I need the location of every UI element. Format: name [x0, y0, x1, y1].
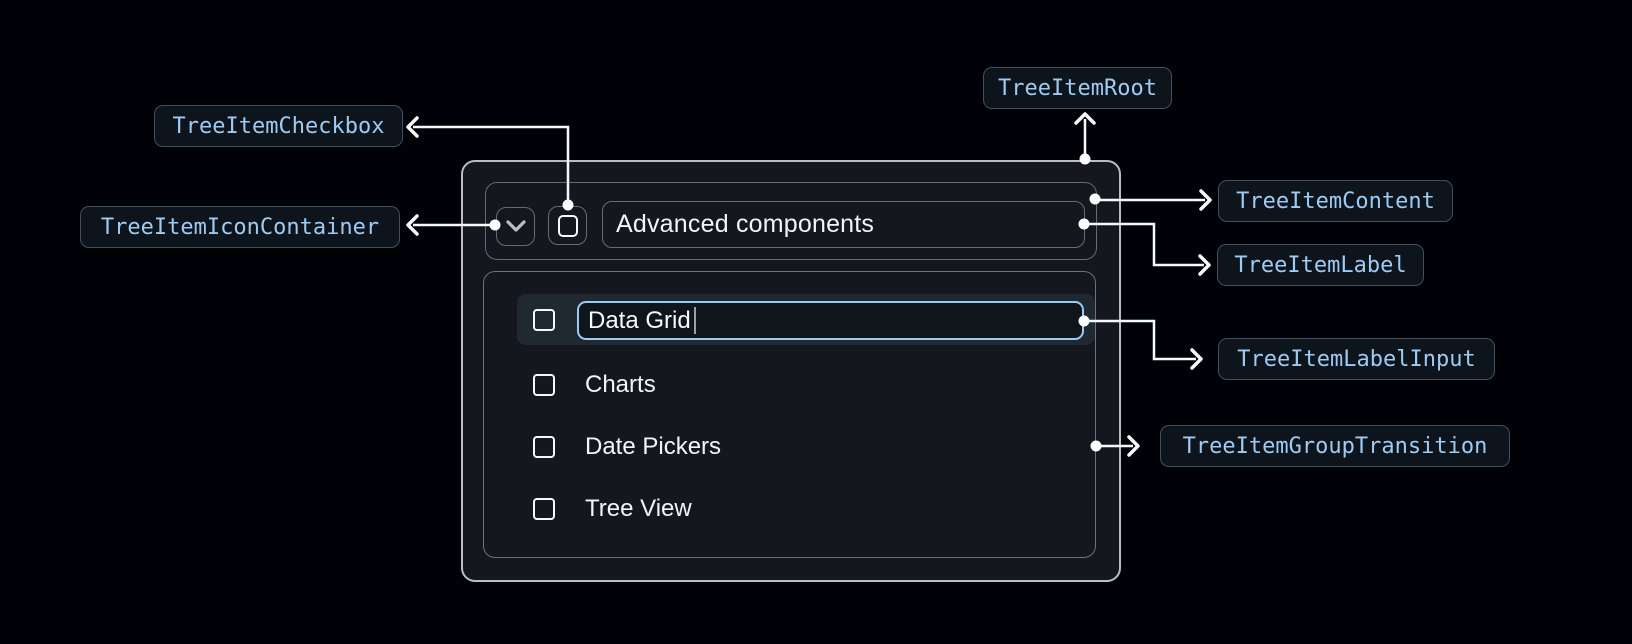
anatomy-badge-tree-item-label-input: TreeItemLabelInput [1218, 338, 1495, 380]
checkbox-unchecked-icon [557, 214, 578, 237]
tree-item-group-transition [483, 271, 1096, 558]
tree-item-row-charts[interactable]: Charts [517, 361, 1095, 409]
child-label-text: Charts [585, 371, 656, 398]
chevron-down-icon [505, 220, 527, 233]
anatomy-badge-tree-item-root: TreeItemRoot [983, 67, 1172, 109]
anatomy-badge-tree-item-content: TreeItemContent [1218, 180, 1453, 222]
tree-item-icon-container[interactable] [496, 207, 535, 246]
badge-text: TreeItemLabel [1234, 252, 1407, 278]
child-label-text: Tree View [585, 495, 692, 522]
parent-label-text: Advanced components [616, 210, 875, 238]
checkbox-unchecked-icon[interactable] [533, 436, 555, 458]
tree-item-row-tree-view[interactable]: Tree View [517, 485, 1095, 533]
anatomy-badge-tree-item-icon-container: TreeItemIconContainer [80, 206, 400, 248]
anatomy-badge-tree-item-group-transition: TreeItemGroupTransition [1160, 425, 1510, 467]
badge-text: TreeItemGroupTransition [1182, 433, 1488, 459]
anatomy-badge-tree-item-label: TreeItemLabel [1217, 244, 1424, 286]
tree-item-row-data-grid[interactable]: Data Grid [517, 294, 1095, 345]
connector-tree-item-root [1074, 112, 1096, 165]
badge-text: TreeItemIconContainer [100, 214, 380, 240]
badge-text: TreeItemRoot [998, 75, 1157, 101]
tree-item-label-input[interactable]: Data Grid [577, 301, 1084, 340]
tree-item-row-date-pickers[interactable]: Date Pickers [517, 423, 1095, 471]
badge-text: TreeItemLabelInput [1237, 346, 1476, 372]
anatomy-badge-tree-item-checkbox: TreeItemCheckbox [154, 105, 403, 147]
tree-item-label[interactable]: Advanced components [602, 201, 1085, 248]
child-label-text: Date Pickers [585, 433, 722, 460]
checkbox-unchecked-icon[interactable] [533, 308, 555, 331]
label-input-value: Data Grid [588, 306, 691, 334]
checkbox-unchecked-icon[interactable] [533, 498, 555, 520]
checkbox-unchecked-icon[interactable] [533, 374, 555, 396]
tree-item-content[interactable] [485, 182, 1097, 260]
tree-item-checkbox[interactable] [548, 206, 587, 245]
badge-text: TreeItemCheckbox [172, 113, 385, 139]
text-caret [693, 307, 696, 334]
tree-item-root [461, 160, 1121, 582]
badge-text: TreeItemContent [1236, 188, 1435, 214]
